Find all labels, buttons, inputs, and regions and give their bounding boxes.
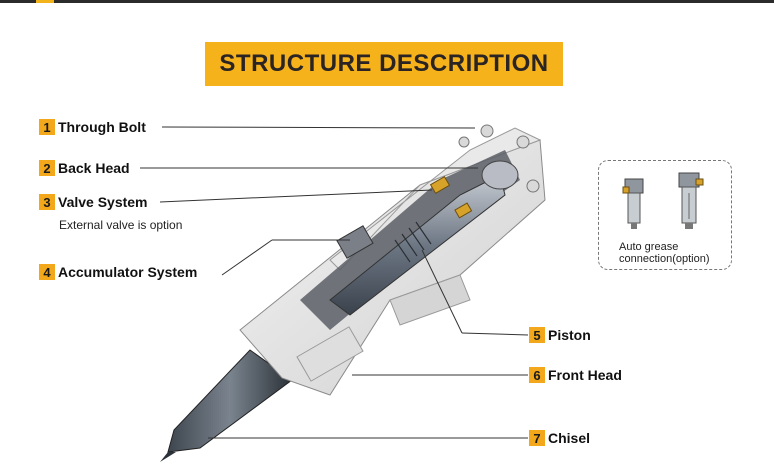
label-front-head: 6 Front Head xyxy=(529,366,622,384)
label-through-bolt: 1 Through Bolt xyxy=(39,118,146,136)
grease-unit-left-icon xyxy=(622,178,644,229)
accumulator-part xyxy=(336,225,374,259)
label-valve-system: 3 Valve System xyxy=(39,193,148,211)
auto-grease-inset: Auto grease connection(option) xyxy=(598,160,732,270)
cutaway-interior xyxy=(300,150,520,330)
grease-unit-icons xyxy=(622,172,704,229)
label-number: 5 xyxy=(529,327,545,343)
valve-note: External valve is option xyxy=(59,218,183,232)
label-text: Piston xyxy=(548,327,591,343)
label-number: 4 xyxy=(39,264,55,280)
label-chisel: 7 Chisel xyxy=(529,429,590,447)
label-number: 2 xyxy=(39,160,55,176)
label-number: 3 xyxy=(39,194,55,210)
label-text: Accumulator System xyxy=(58,264,198,280)
leader-lines xyxy=(140,126,529,439)
label-number: 6 xyxy=(529,367,545,383)
label-text: Valve System xyxy=(58,194,148,210)
label-accumulator-system: 4 Accumulator System xyxy=(39,263,197,281)
valve-brass-2 xyxy=(454,202,473,219)
page-title: STRUCTURE DESCRIPTION xyxy=(205,42,563,86)
piston-rings xyxy=(394,221,432,263)
label-text: Through Bolt xyxy=(58,119,146,135)
grease-caption-line1: Auto grease xyxy=(619,241,679,253)
grease-caption-line2: connection(option) xyxy=(619,253,710,265)
label-text: Chisel xyxy=(548,430,591,446)
label-number: 7 xyxy=(529,430,545,446)
label-text: Back Head xyxy=(58,160,130,176)
bolts xyxy=(458,124,540,193)
label-back-head: 2 Back Head xyxy=(39,159,130,177)
auto-grease-caption: Auto grease connection(option) xyxy=(599,241,733,265)
top-rule-accent xyxy=(36,0,54,3)
grease-unit-right-icon xyxy=(678,172,704,229)
valve-brass-1 xyxy=(429,175,451,195)
label-number: 1 xyxy=(39,119,55,135)
top-rule xyxy=(0,0,774,3)
label-text: Front Head xyxy=(548,367,622,383)
label-piston: 5 Piston xyxy=(529,326,591,344)
back-head-chamber xyxy=(481,160,519,190)
